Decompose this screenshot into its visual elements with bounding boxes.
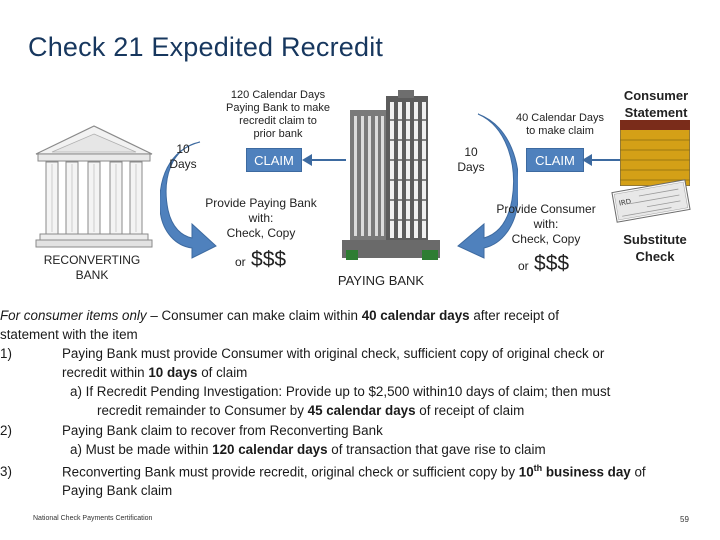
list-item-1a: a) If Recredit Pending Investigation: Pr… — [70, 384, 611, 400]
list-item-3-cont: Paying Bank claim — [62, 483, 173, 499]
right-claim-note: 40 Calendar Days to make claim — [515, 112, 605, 137]
left-dollar-text: or $$$ — [235, 248, 287, 271]
right-curved-arrow-icon — [457, 113, 518, 259]
list-item-3: 3)Reconverting Bank must provide recredi… — [0, 462, 646, 480]
left-provide-text: Provide Paying Bank with: Check, Copy — [205, 196, 317, 240]
list-item-2a: a) Must be made within 120 calendar days… — [70, 441, 546, 457]
intro-line-2: statement with the item — [0, 327, 138, 343]
left-claim-box: CLAIM — [246, 148, 302, 172]
bank-building-icon — [35, 125, 153, 248]
consumer-statement-label: Consumer Statement — [623, 88, 689, 120]
consumer-statement-icon — [620, 120, 690, 186]
right-days-label: 10 Days — [457, 145, 485, 174]
list-item-1a-cont: recredit remainder to Consumer by 45 cal… — [97, 403, 525, 419]
left-claim-note: 120 Calendar Days Paying Bank to make re… — [226, 89, 330, 140]
paying-bank-label: PAYING BANK — [337, 273, 425, 288]
page-title: Check 21 Expedited Recredit — [28, 32, 384, 62]
left-claim-arrow-icon — [302, 154, 346, 166]
left-curved-arrow-icon — [160, 141, 217, 259]
paying-bank-building-icon — [342, 90, 440, 260]
list-item-1: 1)Paying Bank must provide Consumer with… — [0, 346, 605, 362]
left-days-label: 10 Days — [169, 142, 197, 171]
list-item-1-cont: recredit within 10 days of claim — [62, 365, 248, 381]
substitute-check-label: Substitute Check — [623, 232, 687, 264]
right-claim-box: CLAIM — [526, 148, 584, 172]
intro-line-1: For consumer items only – Consumer can m… — [0, 308, 559, 323]
right-dollar-text: or $$$ — [518, 252, 570, 275]
list-item-2: 2)Paying Bank claim to recover from Reco… — [0, 422, 383, 438]
svg-text:IRD: IRD — [618, 198, 632, 208]
body-text: For consumer items only – Consumer can m… — [0, 306, 706, 500]
right-claim-arrow-icon — [582, 154, 622, 166]
footer-text: National Check Payments Certification — [33, 515, 153, 522]
page-number: 59 — [680, 515, 689, 524]
substitute-check-icon: IRD — [611, 179, 691, 223]
reconverting-bank-label: RECONVERTING BANK — [43, 253, 141, 282]
right-provide-text: Provide Consumer with: Check, Copy — [496, 202, 596, 246]
